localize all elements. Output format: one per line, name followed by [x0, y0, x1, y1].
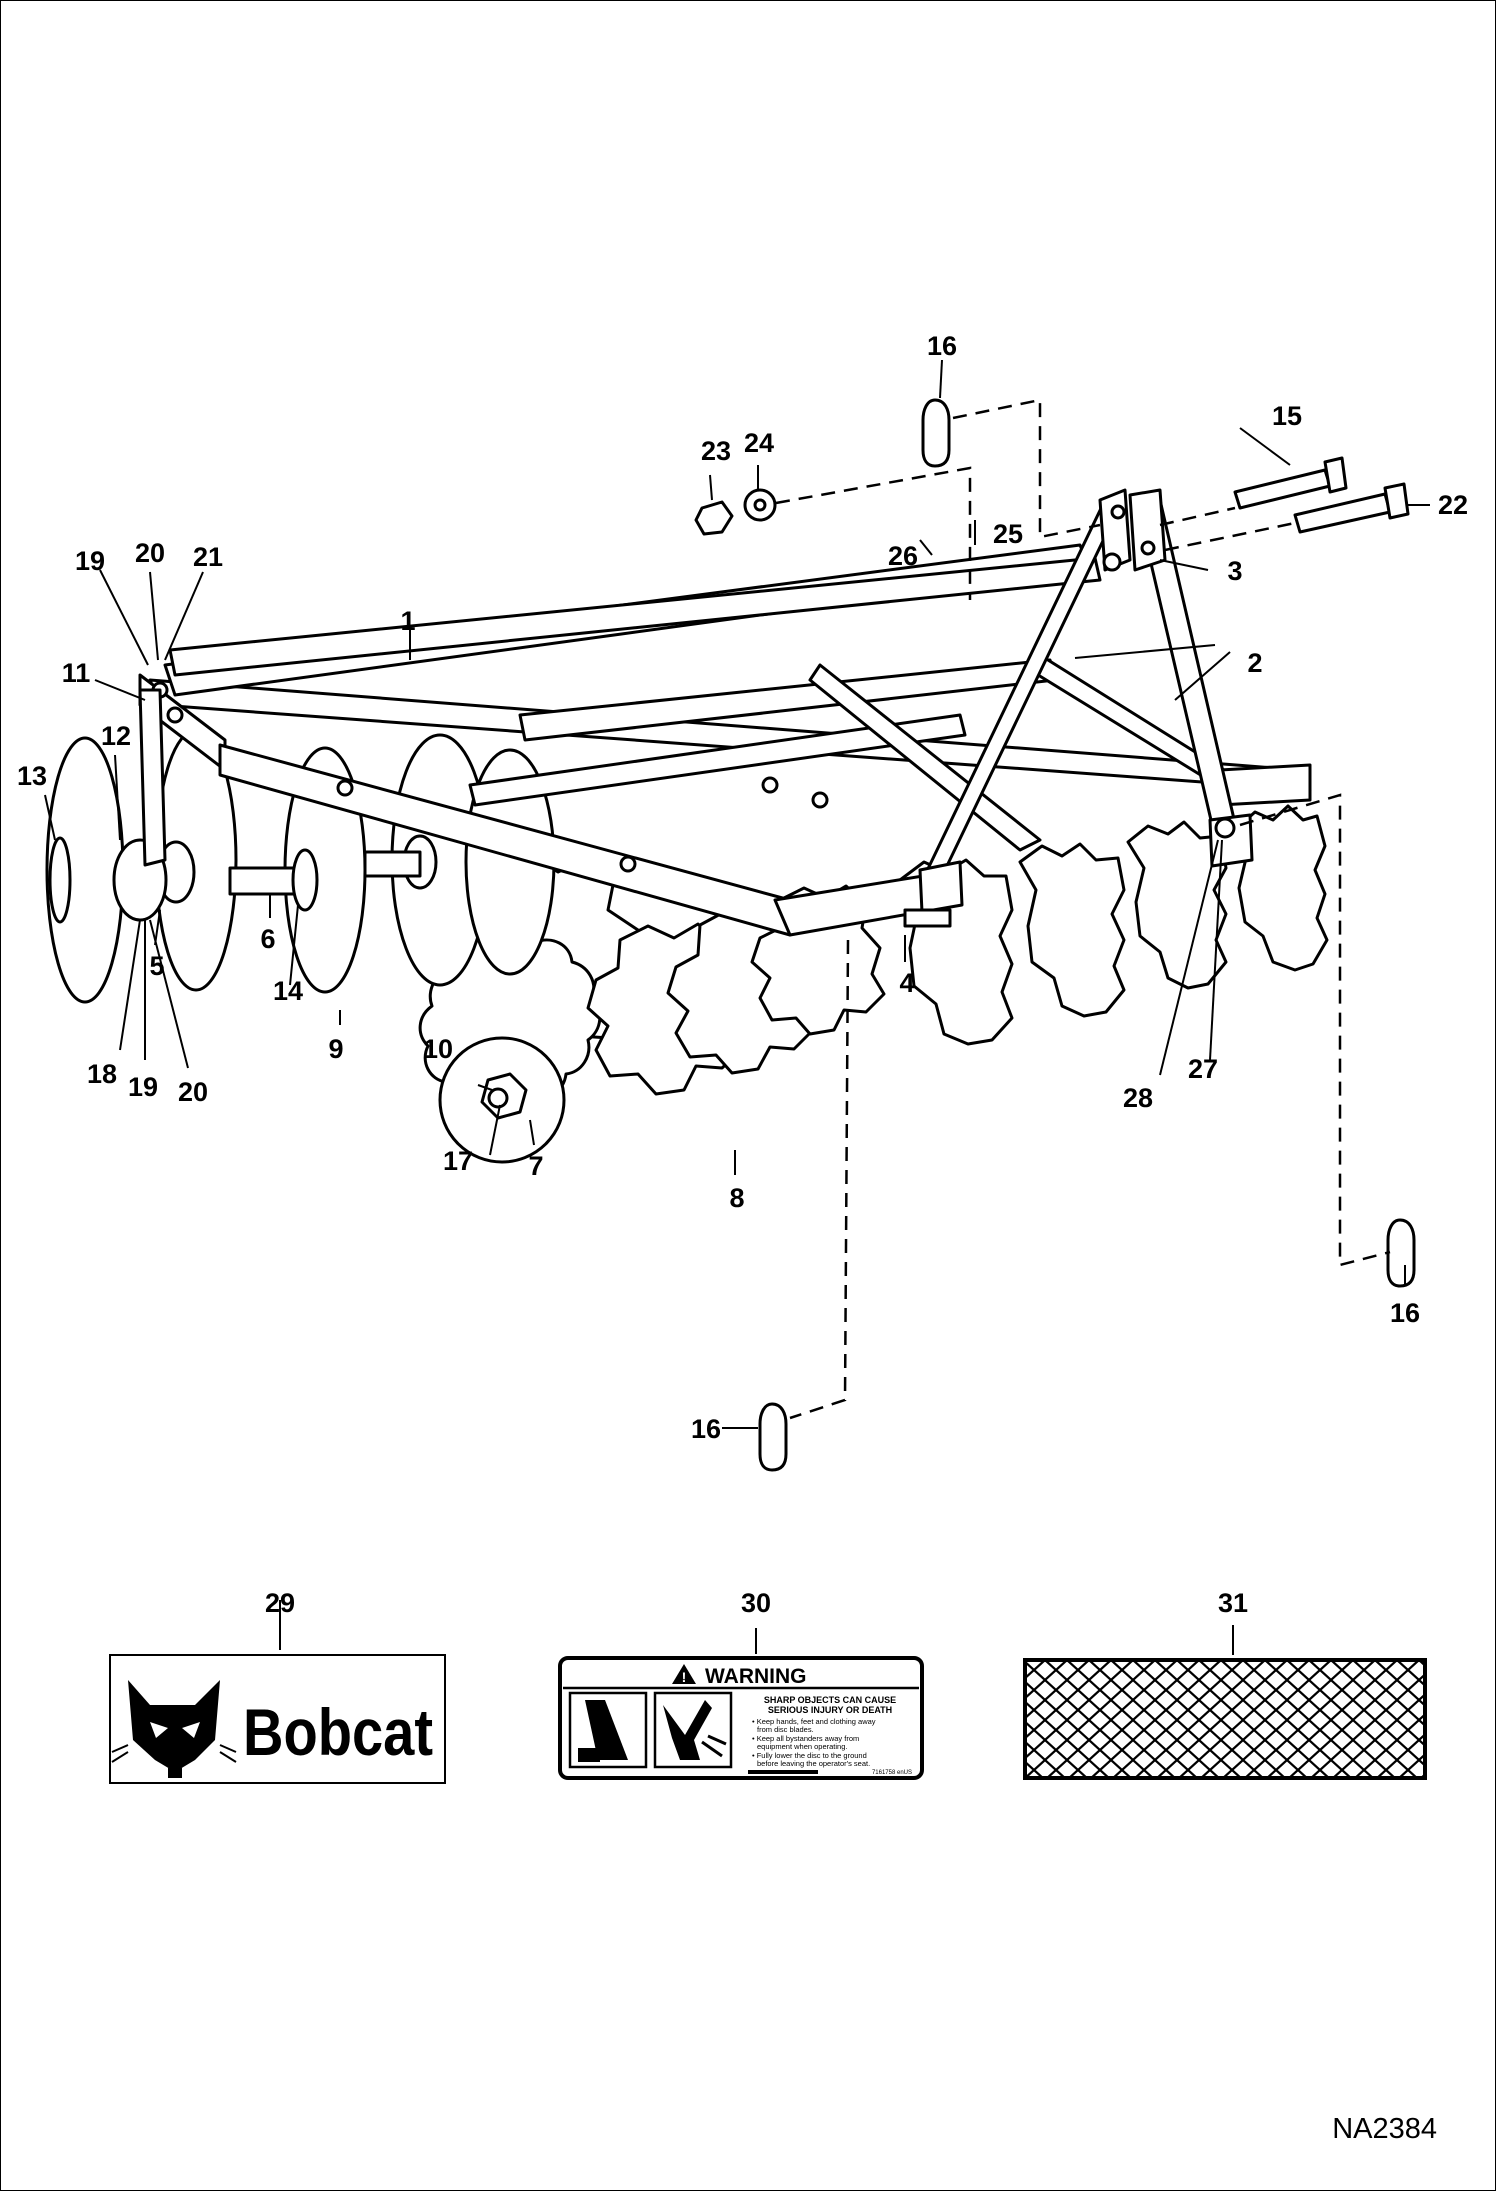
nut-23 [694, 500, 734, 536]
callout-8: 8 [729, 1183, 744, 1213]
main-frame [138, 543, 1312, 937]
warning-headline-1: SHARP OBJECTS CAN CAUSE [764, 1695, 896, 1705]
rear-disc-blade [1018, 842, 1126, 1018]
cross-brace [518, 658, 1057, 742]
callout-26: 26 [888, 541, 918, 571]
callout-16-right: 16 [1390, 1298, 1420, 1328]
callout-20-bottom: 20 [178, 1077, 208, 1107]
cross-brace [468, 713, 967, 807]
hitch-tower-plate [1128, 488, 1167, 572]
warning-bullet-3a: • Fully lower the disc to the ground [752, 1751, 867, 1760]
end-disc-13-hub [48, 836, 72, 924]
spool-14 [291, 848, 319, 912]
callout-17: 17 [443, 1146, 473, 1176]
callout-7: 7 [528, 1151, 543, 1181]
callout-25: 25 [993, 519, 1023, 549]
callout-18: 18 [87, 1059, 117, 1089]
svg-text:!: ! [682, 1669, 687, 1685]
callout-16-top: 16 [927, 331, 957, 361]
bobcat-wordmark: Bobcat [243, 1695, 433, 1769]
warning-headline-2: SERIOUS INJURY OR DEATH [768, 1705, 892, 1715]
warning-part-number: 7161758 enUS [872, 1770, 912, 1776]
warning-bullet-1b: from disc blades. [757, 1725, 814, 1734]
warning-header: WARNING [705, 1665, 807, 1688]
callout-14: 14 [273, 976, 303, 1006]
cross-brace [808, 663, 1042, 852]
callout-13: 13 [17, 761, 47, 791]
linch-pin-16-top [921, 398, 951, 468]
item-17-bolt-end [487, 1087, 509, 1109]
warning-bullet-2a: • Keep all bystanders away from [752, 1734, 859, 1743]
lower-hitch-ear [918, 860, 964, 914]
warning-bullet-1a: • Keep hands, feet and clothing away [752, 1717, 876, 1726]
callout-12: 12 [101, 721, 131, 751]
leader-lines [44, 359, 1430, 1655]
callout-4: 4 [899, 968, 914, 998]
hitch-hole [1110, 504, 1126, 520]
callout-1: 1 [400, 606, 415, 636]
callout-5: 5 [149, 951, 164, 981]
callout-19-top: 19 [75, 546, 105, 576]
callout-30: 30 [741, 1588, 771, 1618]
callout-11: 11 [62, 658, 91, 688]
warning-triangle-icon [672, 1664, 696, 1684]
callout-21: 21 [193, 542, 223, 572]
front-disc-gang [45, 728, 886, 1164]
figure-id: NA2384 [1332, 2113, 1437, 2145]
callout-29: 29 [265, 1588, 295, 1618]
callout-19-bottom: 19 [128, 1072, 158, 1102]
hitch-bolt-27 [1214, 817, 1236, 839]
callout-2: 2 [1247, 648, 1262, 678]
foot-hazard-icon [585, 1700, 628, 1760]
callout-9: 9 [328, 1034, 343, 1064]
bolt-22 [1293, 492, 1392, 534]
loose-hardware [694, 398, 1416, 1472]
bolt-15 [1233, 468, 1332, 510]
gang-end-plate [1218, 763, 1312, 807]
warning-bullet-3b: before leaving the operator's seat. [757, 1759, 870, 1768]
decal-31-mesh [1023, 1658, 1427, 1780]
callout-31: 31 [1218, 1588, 1248, 1618]
callout-3: 3 [1227, 556, 1242, 586]
hitch-hole-3 [1102, 552, 1122, 572]
lower-hitch-pin-4 [903, 908, 952, 928]
rear-disc-blade [1233, 804, 1329, 972]
decal-29-bobcat: Bobcat [109, 1654, 446, 1784]
axle-spool [363, 850, 422, 878]
callout-15: 15 [1272, 401, 1302, 431]
callout-20-top: 20 [135, 538, 165, 568]
callout-10: 10 [423, 1034, 453, 1064]
linch-pin-16-right [1386, 1218, 1416, 1288]
callout-23: 23 [701, 436, 731, 466]
hitch-hole [1140, 540, 1156, 556]
callout-24: 24 [744, 428, 774, 458]
washer-24-hole [753, 498, 767, 512]
assembly-lines [775, 398, 1391, 1420]
callout-labels: 1 2 3 4 5 6 7 8 9 10 11 12 13 14 15 16 1… [17, 331, 1468, 1618]
hand-hazard-icon [663, 1700, 712, 1760]
callout-6: 6 [260, 924, 275, 954]
linch-pin-16-bottom [758, 1402, 788, 1472]
callout-22: 22 [1438, 490, 1468, 520]
bobcat-head-logo [111, 1680, 237, 1778]
top-rail-26 [168, 556, 1102, 677]
callout-28: 28 [1123, 1083, 1153, 1113]
a-frame-hitch [903, 488, 1254, 928]
warning-bullet-2b: equipment when operating. [757, 1742, 847, 1751]
decal-30-warning: ! WARNING SHARP OBJECTS CAN CAUSE SERIOU… [558, 1656, 924, 1780]
hanger-bracket-11 [138, 688, 167, 867]
rear-disc-gang [898, 804, 1329, 1046]
warning-barcode [748, 1770, 818, 1774]
bolt-15-head [1323, 456, 1348, 494]
callout-27: 27 [1188, 1054, 1218, 1084]
callout-16-bottom: 16 [691, 1414, 721, 1444]
bolt-22-head [1383, 482, 1410, 520]
